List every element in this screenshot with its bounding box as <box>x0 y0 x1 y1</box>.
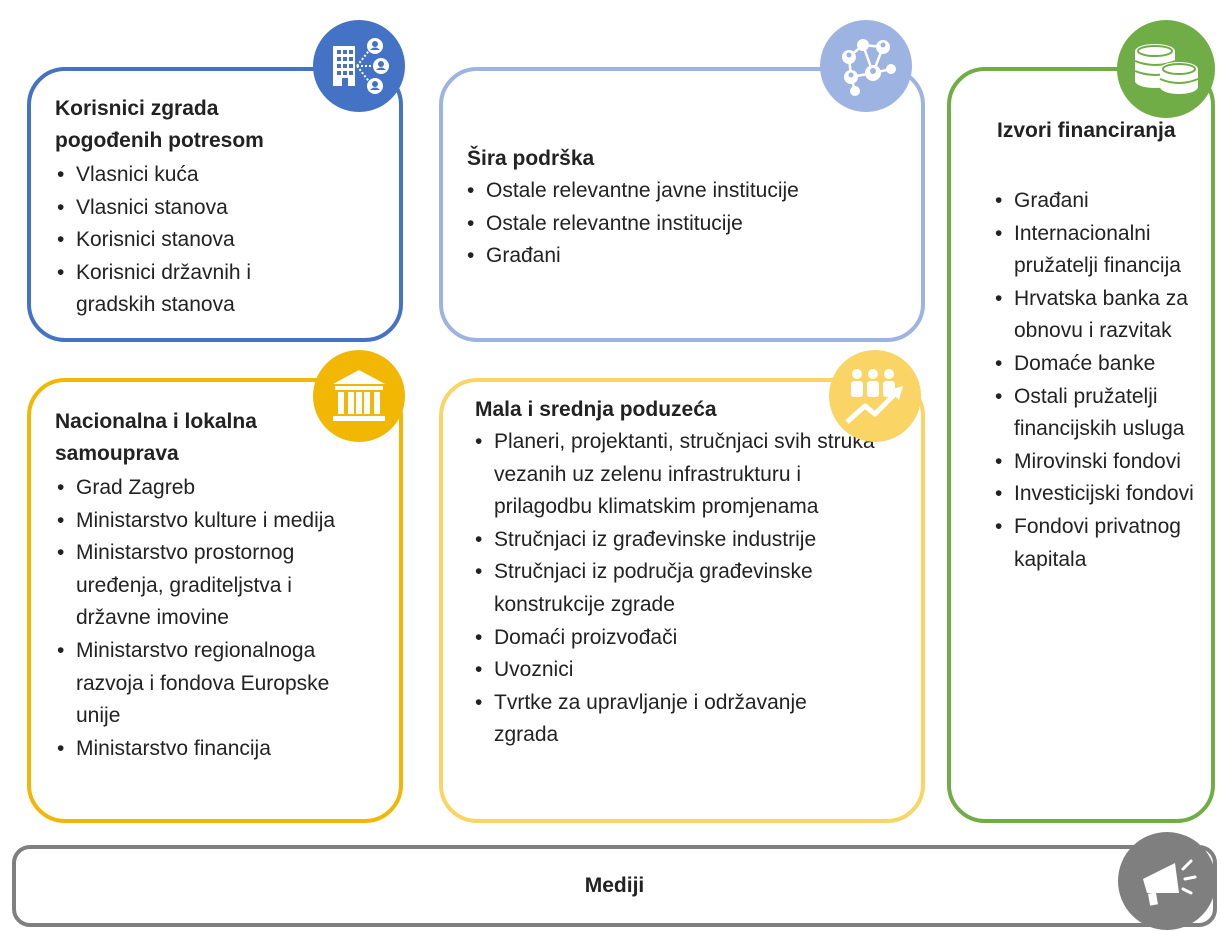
list-item: Ostale relevantne javne institucije <box>467 175 907 208</box>
card-national-local-government: Nacionalna i lokalna samouprava Grad Zag… <box>27 378 403 823</box>
list-item: Građani <box>467 240 907 273</box>
list-item: Domaći proizvođači <box>475 622 875 655</box>
card-wider-support: Šira podrška Ostale relevantne javne ins… <box>439 67 925 342</box>
bullet-list: Grad ZagrebMinistarstvo kulture i medija… <box>57 472 367 765</box>
list-item: Grad Zagreb <box>57 472 367 505</box>
list-item: Građani <box>995 185 1195 218</box>
list-item: Vlasnici stanova <box>57 192 307 225</box>
card-building-users: Korisnici zgrada pogođenih potresom Vlas… <box>27 67 403 342</box>
network-people-icon <box>820 20 912 112</box>
list-item: Stručnjaci iz područja građevinske konst… <box>475 556 875 621</box>
list-item: Ministarstvo financija <box>57 733 367 766</box>
coins-icon <box>1117 20 1215 118</box>
list-item: Ostale relevantne institucije <box>467 208 907 241</box>
list-item: Mirovinski fondovi <box>995 446 1195 479</box>
list-item: Ministarstvo regionalnoga razvoja i fond… <box>57 635 367 733</box>
card-title: Mala i srednja poduzeća <box>475 398 717 421</box>
card-title: Izvori financiranja <box>997 119 1176 142</box>
card-title: Korisnici zgrada pogođenih potresom <box>55 97 264 152</box>
list-item: Vlasnici kuća <box>57 159 307 192</box>
card-title: Šira podrška <box>467 147 595 170</box>
list-item: Investicijski fondovi <box>995 478 1195 511</box>
card-funding-sources: Izvori financiranja GrađaniInternacional… <box>947 67 1215 823</box>
list-item: Ministarstvo prostornog uređenja, gradit… <box>57 537 367 635</box>
list-item: Tvrtke za upravljanje i održavanje zgrad… <box>475 687 875 752</box>
bullet-list: Vlasnici kućaVlasnici stanovaKorisnici s… <box>57 159 307 322</box>
media-title: Mediji <box>584 874 645 897</box>
list-item: Uvoznici <box>475 654 875 687</box>
list-item: Korisnici stanova <box>57 224 307 257</box>
list-item: Ostali pružatelji financijskih usluga <box>995 381 1195 446</box>
building-people-icon <box>313 20 405 112</box>
list-item: Fondovi privatnog kapitala <box>995 511 1195 576</box>
people-growth-icon <box>829 350 921 442</box>
bullet-list: GrađaniInternacionalni pružatelji financ… <box>995 185 1195 576</box>
list-item: Hrvatska banka za obnovu i razvitak <box>995 283 1195 348</box>
list-item: Domaće banke <box>995 348 1195 381</box>
list-item: Planeri, projektanti, stručnjaci svih st… <box>475 426 875 524</box>
list-item: Stručnjaci iz građevinske industrije <box>475 524 875 557</box>
card-title: Nacionalna i lokalna samouprava <box>55 410 257 465</box>
megaphone-icon <box>1118 832 1216 930</box>
card-small-medium-enterprises: Mala i srednja poduzeća Planeri, projekt… <box>439 378 925 823</box>
list-item: Internacionalni pružatelji financija <box>995 218 1195 283</box>
institution-icon <box>313 350 405 442</box>
list-item: Ministarstvo kulture i medija <box>57 505 367 538</box>
card-media: Mediji <box>12 845 1217 927</box>
bullet-list: Planeri, projektanti, stručnjaci svih st… <box>475 426 875 752</box>
bullet-list: Ostale relevantne javne institucijeOstal… <box>467 175 907 273</box>
list-item: Korisnici državnih i gradskih stanova <box>57 257 307 322</box>
